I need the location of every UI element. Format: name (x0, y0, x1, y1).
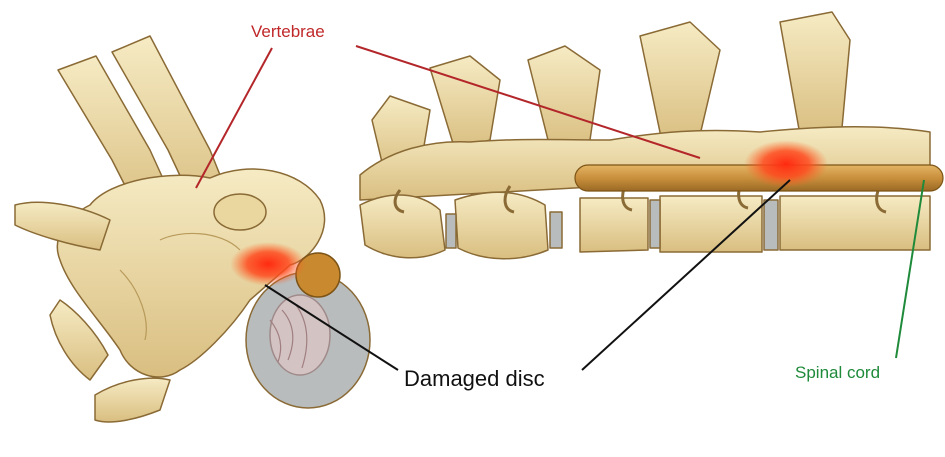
damage-highlight (230, 242, 306, 286)
intervertebral-disc (764, 200, 778, 250)
spinous-process (780, 12, 850, 135)
spinal-cord-label: Spinal cord (795, 363, 880, 383)
intervertebral-disc (446, 214, 456, 248)
left-vertebra-view (15, 36, 370, 422)
vertebrae-leader-line (196, 48, 272, 188)
vertebral-body (360, 195, 445, 258)
intervertebral-disc (650, 200, 660, 248)
spinous-process (528, 46, 600, 148)
transverse-process (95, 378, 170, 422)
vertebral-body (580, 198, 648, 252)
spinous-process (430, 56, 500, 150)
damaged-disc-label: Damaged disc (404, 366, 545, 392)
spinous-process (640, 22, 720, 142)
right-spine-view (360, 12, 930, 259)
vertebral-body (780, 196, 930, 250)
articular-process (214, 194, 266, 230)
intervertebral-disc (550, 212, 562, 248)
damage-highlight (744, 140, 828, 188)
vertebrae-label: Vertebrae (251, 22, 325, 42)
vertebral-body (660, 196, 762, 252)
vertebral-body (455, 192, 548, 259)
